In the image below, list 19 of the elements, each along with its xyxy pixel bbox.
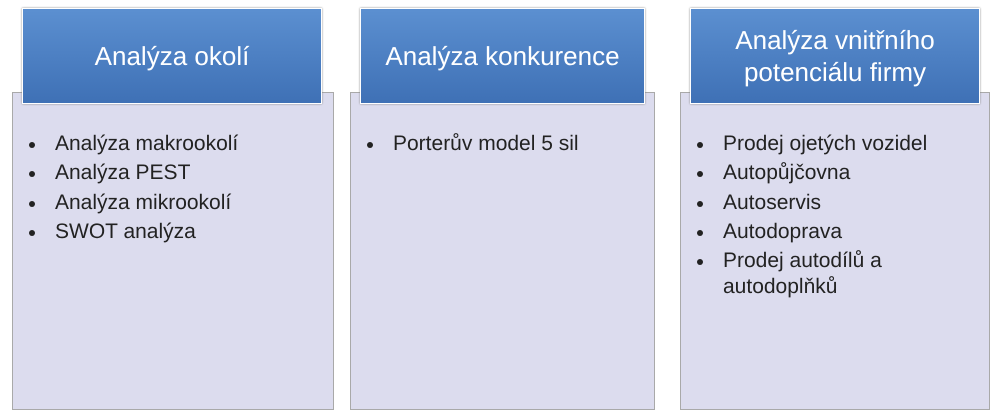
bullet-item: Prodej autodílů a autodoplňků bbox=[709, 248, 929, 300]
bullet-item: Analýza makrookolí bbox=[41, 131, 273, 158]
bullet-item: Analýza mikrookolí bbox=[41, 190, 273, 216]
bullet-item: SWOT analýza bbox=[41, 218, 273, 245]
bullet-item: Autopůjčovna bbox=[709, 160, 929, 186]
header-box bbox=[360, 8, 645, 104]
content-panel bbox=[12, 92, 334, 410]
bullet-item: Autodoprava bbox=[709, 218, 929, 245]
bullet-item: Porterův model 5 sil bbox=[379, 131, 594, 158]
bullet-item: Analýza PEST bbox=[41, 160, 273, 186]
header-title: Analýza konkurence bbox=[385, 40, 620, 72]
header-box bbox=[22, 8, 322, 104]
header-title: Analýza vnitřního potenciálu firmy bbox=[734, 24, 936, 88]
header-title: Analýza okolí bbox=[94, 40, 250, 72]
content-panel bbox=[680, 92, 990, 410]
bullet-item: Autoservis bbox=[709, 190, 929, 216]
content-panel bbox=[350, 92, 655, 410]
header-box bbox=[690, 8, 980, 104]
bullet-item: Prodej ojetých vozidel bbox=[709, 131, 929, 158]
